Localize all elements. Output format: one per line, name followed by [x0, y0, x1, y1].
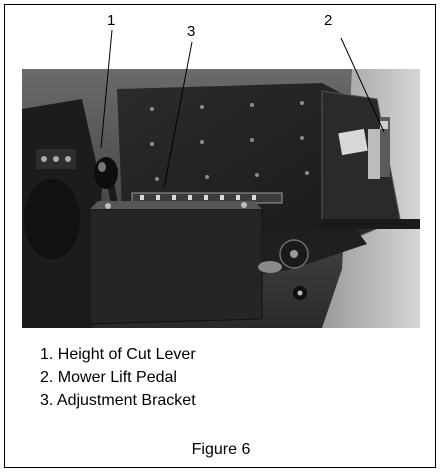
- legend-item-mower-lift-pedal: 2. Mower Lift Pedal: [40, 369, 177, 386]
- figure-legend: 1. Height of Cut Lever 2. Mower Lift Ped…: [40, 343, 196, 412]
- callout-label-1: 1: [107, 12, 116, 29]
- figure-caption: Figure 6: [191, 441, 251, 458]
- legend-item-adjustment-bracket: 3. Adjustment Bracket: [40, 392, 196, 409]
- mower-photo: [22, 69, 420, 328]
- callout-label-3: 3: [187, 23, 196, 40]
- legend-item-height-of-cut-lever: 1. Height of Cut Lever: [40, 346, 196, 363]
- leader-line-2: [340, 37, 385, 133]
- callout-label-2: 2: [324, 12, 333, 29]
- leader-line-1: [100, 29, 113, 149]
- leader-line-3: [163, 41, 193, 189]
- mower-photo-illustration: [22, 69, 420, 328]
- figure-frame: [4, 4, 436, 468]
